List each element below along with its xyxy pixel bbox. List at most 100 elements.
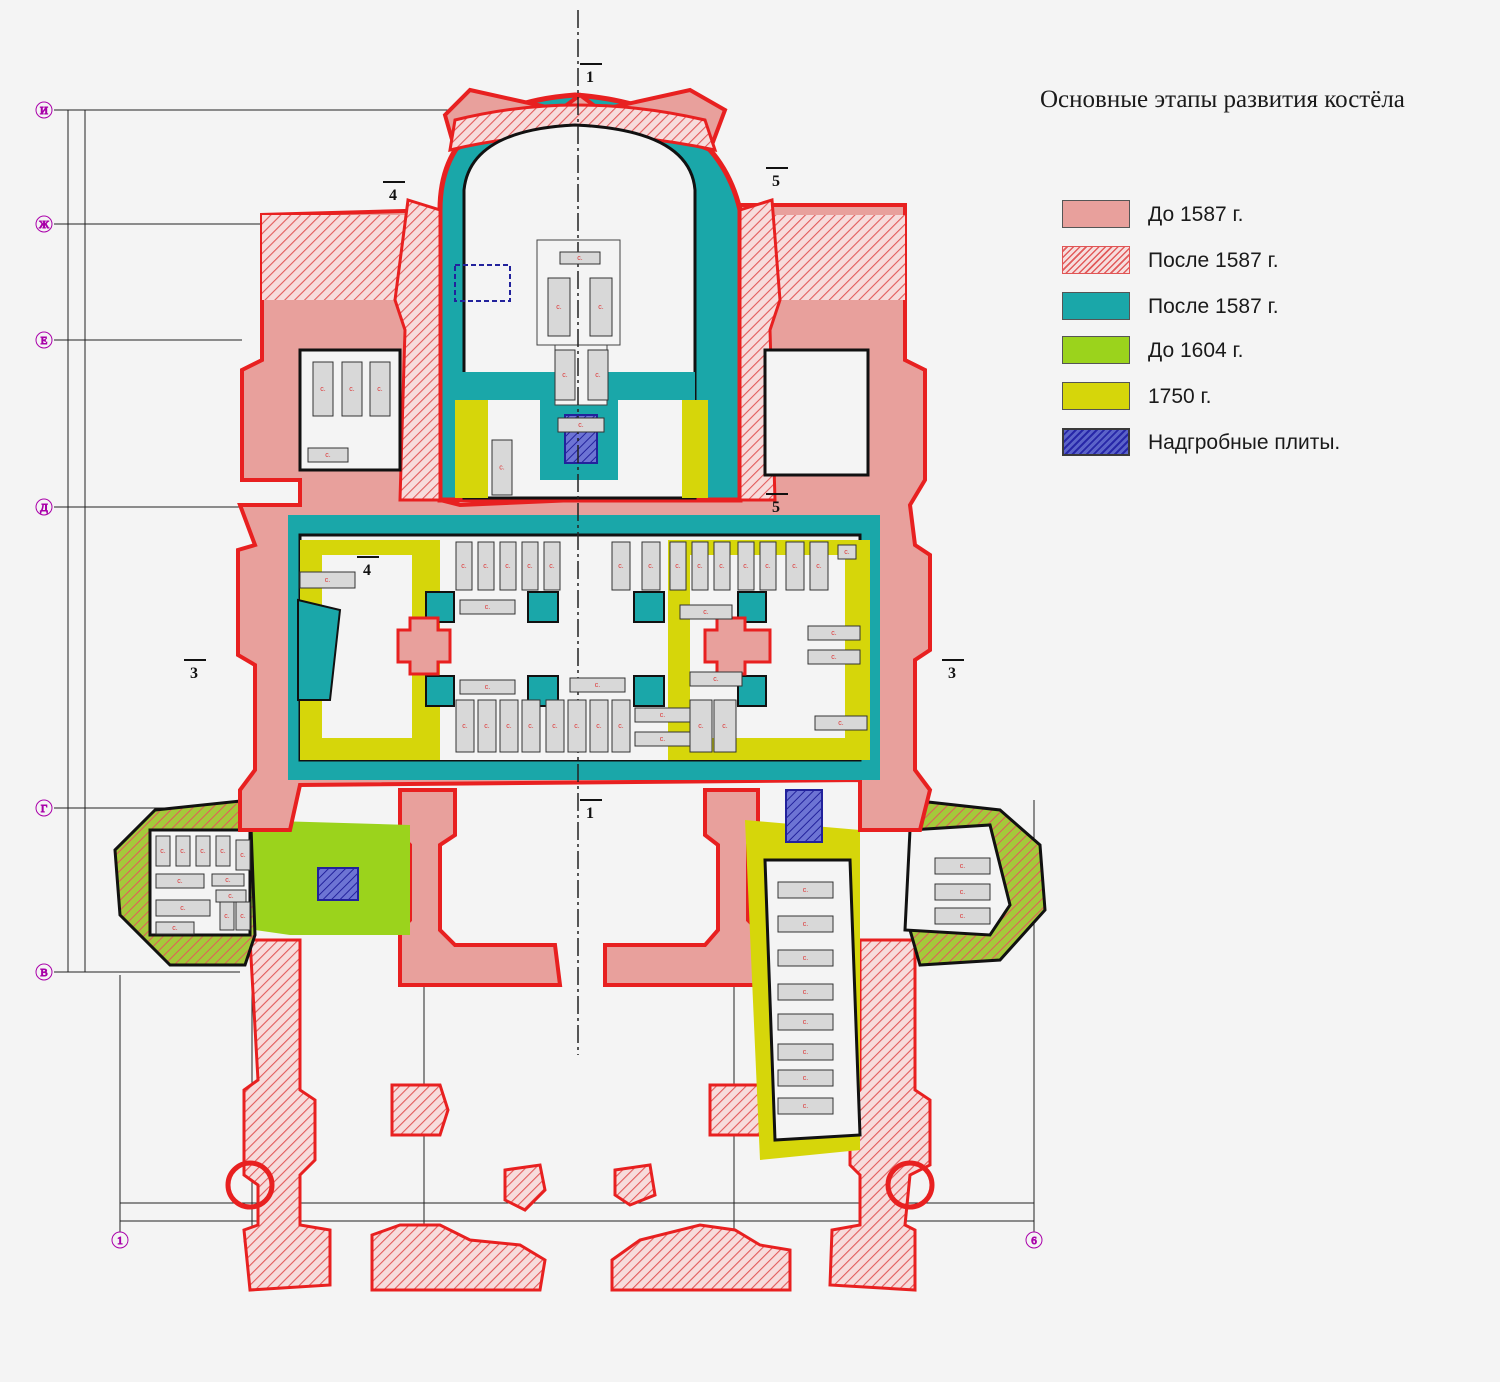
slab-label: с. [552,723,558,730]
row-axis-label: И [40,105,48,117]
slab-label: с. [743,563,749,570]
slab-label: с. [618,723,624,730]
tombstone-slab: с. [814,715,868,731]
slab-label: с. [803,887,809,894]
tombstone-slab: с. [543,541,561,591]
tombstone-slab: с. [455,541,473,591]
tombstone-slab: с. [634,707,691,723]
legend-swatch-yellow [1062,382,1130,410]
legend-swatch-hatched-red [1062,246,1130,274]
legend-item: После 1587 г. [1062,290,1482,324]
legend-item: До 1604 г. [1062,334,1482,368]
tombstone-slab: с. [215,835,231,867]
tombstone-slab: с. [369,361,391,417]
slab-label: с. [505,563,511,570]
slab-label: с. [349,386,355,393]
slab-label: с. [960,863,966,870]
row-axis-bubble [35,963,53,981]
slab-label: с. [803,989,809,996]
row-axis-bubble [35,799,53,817]
slab-label: с. [803,1103,809,1110]
legend-swatch-solid-pink [1062,200,1130,228]
tombstone-slab: с. [459,679,516,695]
tombstone-slab: с. [777,1069,834,1087]
tombstone-slab: с. [689,699,713,753]
row-axis-label: Е [41,335,48,347]
slab-label: с. [960,889,966,896]
slab-label: с. [172,925,178,932]
slab-label: с. [527,563,533,570]
slab-label: с. [528,723,534,730]
slab-label: с. [200,848,206,855]
row-axis-bubble [35,498,53,516]
slab-label: с. [461,563,467,570]
legend-swatch-hatched-blue [1062,428,1130,456]
tombstone-slab: с. [934,857,991,875]
tombstone-slab: с. [455,699,475,753]
slab-label: с. [578,422,584,429]
row-axis-label: Ж [39,219,49,231]
tombstone-slab: с. [777,915,834,933]
slab-label: с. [698,723,704,730]
tombstone-slab: с. [521,699,541,753]
column-axis-bubble [1025,1231,1043,1249]
tombstone-slab: с. [679,604,733,620]
slab-label: с. [648,563,654,570]
legend-label: После 1587 г. [1148,295,1279,318]
slab-label: с. [719,563,725,570]
legend-label: 1750 г. [1148,385,1212,408]
tombstone-slab: с. [809,541,829,591]
tombstone-slab: с. [557,417,605,433]
tombstone-slab: с. [195,835,211,867]
slab-label: с. [596,723,602,730]
slab-label: с. [577,255,583,262]
tombstone-slab: с. [689,671,743,687]
tombstone-slab: с. [521,541,539,591]
slab-label: с. [240,913,246,920]
slab-label: с. [320,386,326,393]
legend-label: После 1587 г. [1148,249,1279,272]
slab-label: с. [618,563,624,570]
tombstone-slab: с. [215,889,247,903]
slab-label: с. [838,720,844,727]
building [113,87,1047,1292]
section-label: 3 [948,665,956,682]
slab-label: с. [160,848,166,855]
tombstone-slab: с. [307,447,349,463]
slab-label: с. [803,955,809,962]
tombstone-slab: с. [807,625,861,641]
tombstone-slab: с. [713,699,737,753]
legend-swatch-teal [1062,292,1130,320]
tombstone-slab: с. [559,251,601,265]
tombstone-slab: с. [569,677,626,693]
tombstone-slab: с. [934,907,991,925]
section-label: 5 [772,173,780,190]
tombstone-slab: с. [499,699,519,753]
slab-label: с. [485,684,491,691]
tombstone-slab: с. [235,839,251,871]
slab-label: с. [960,913,966,920]
slab-label: с. [240,852,246,859]
tombstone-slab: с. [499,541,517,591]
tombstone-slab: с. [611,541,631,591]
slab-label: с. [803,1019,809,1026]
tombstone-slab: с. [299,571,356,589]
slab-label: с. [556,304,562,311]
slab-label: с. [792,563,798,570]
tombstone-slab: с. [641,541,661,591]
row-axis-bubble [35,215,53,233]
tombstone-slab: с. [777,1043,834,1061]
tombstone-slab: с. [777,881,834,899]
slab-label: с. [224,913,230,920]
slab-label: с. [803,1049,809,1056]
tombstone-slab: с. [477,699,497,753]
tombstone-slab: с. [211,873,245,887]
tombstone-slab: с. [219,901,235,931]
slab-label: с. [220,848,226,855]
slab-label: с. [225,877,231,884]
tombstone-slab: с. [155,835,171,867]
section-label: 1 [586,69,594,86]
tombstone-slab: с. [777,1013,834,1031]
